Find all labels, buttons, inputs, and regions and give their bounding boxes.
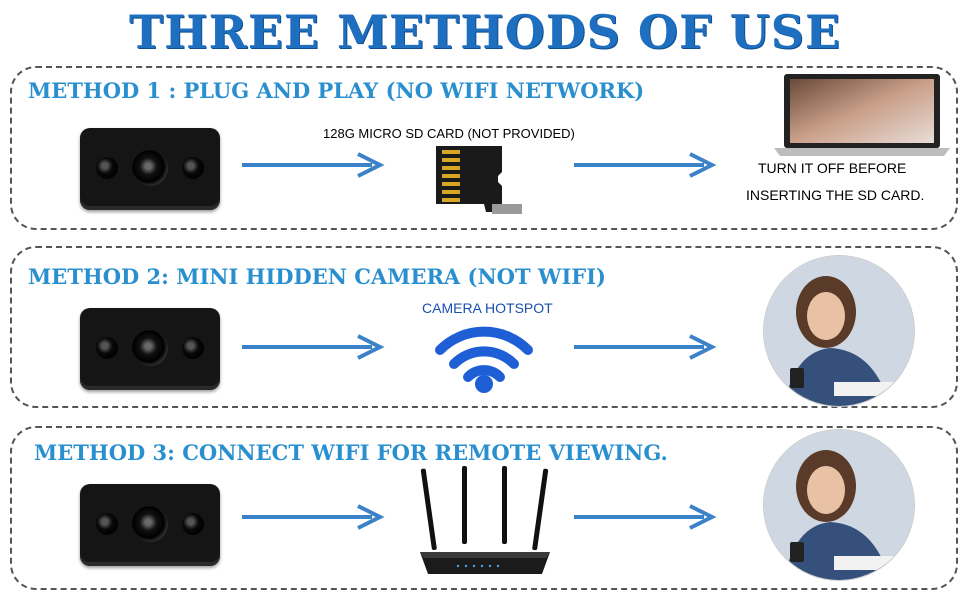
woman-with-phone-photo bbox=[764, 256, 914, 406]
wifi-hotspot-icon bbox=[435, 326, 533, 393]
arrow-right-icon bbox=[242, 334, 385, 360]
hotspot-label: CAMERA HOTSPOT bbox=[422, 300, 553, 316]
arrow-right-icon bbox=[574, 334, 717, 360]
mini-camera-icon bbox=[80, 128, 220, 210]
method-2-panel bbox=[10, 246, 958, 408]
method-3-panel bbox=[10, 426, 958, 590]
arrow-right-icon bbox=[242, 504, 385, 530]
method-3-heading: METHOD 3: CONNECT WIFI FOR REMOTE VIEWIN… bbox=[34, 440, 668, 465]
sd-card-note-line-2: INSERTING THE SD CARD. bbox=[746, 187, 925, 203]
method-2-heading: METHOD 2: MINI HIDDEN CAMERA (NOT WIFI) bbox=[28, 264, 606, 289]
mini-camera-icon bbox=[80, 484, 220, 566]
arrow-right-icon bbox=[574, 504, 717, 530]
page-title: THREE METHODS OF USE bbox=[128, 5, 842, 59]
woman-with-phone-photo bbox=[764, 430, 914, 580]
method-1-panel bbox=[10, 66, 958, 230]
sd-card-note-line-1: TURN IT OFF BEFORE bbox=[758, 160, 907, 176]
method-1-heading: METHOD 1 : PLUG AND PLAY (NO WIFI NETWOR… bbox=[28, 78, 645, 103]
laptop-icon bbox=[774, 74, 950, 156]
mini-camera-icon bbox=[80, 308, 220, 390]
arrow-right-icon bbox=[574, 152, 717, 178]
sd-card-label: 128G MICRO SD CARD (NOT PROVIDED) bbox=[323, 126, 575, 141]
micro-sd-card-icon bbox=[436, 146, 522, 214]
wifi-router-icon bbox=[420, 466, 550, 574]
arrow-right-icon bbox=[242, 152, 385, 178]
